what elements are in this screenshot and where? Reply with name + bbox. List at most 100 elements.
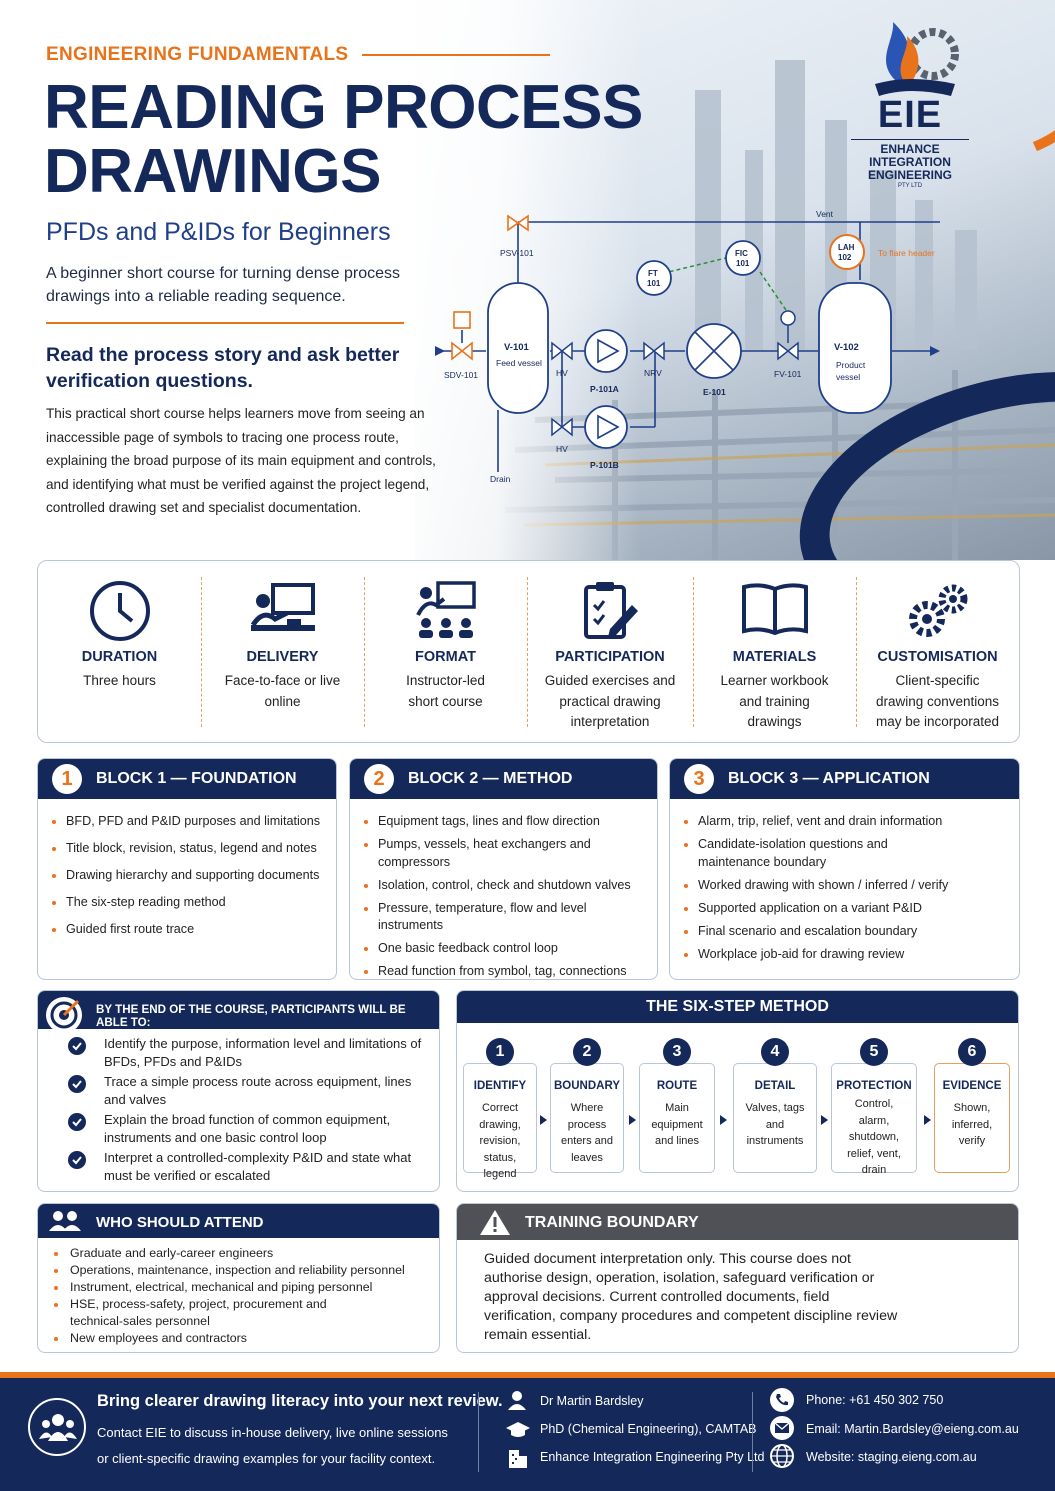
footer-heading: Bring clearer drawing literacy into your… [97, 1392, 503, 1410]
kicker: ENGINEERING FUNDAMENTALS [46, 44, 349, 65]
list-item: Trace a simple process route across equi… [68, 1073, 428, 1109]
email-icon [770, 1416, 794, 1440]
who-list: Graduate and early-career engineers Oper… [38, 1238, 439, 1347]
svg-text:FV-101: FV-101 [774, 369, 802, 379]
info-customisation: CUSTOMISATION Client-specific drawing co… [856, 561, 1019, 744]
block-2-list: Equipment tags, lines and flow direction… [350, 799, 657, 979]
body-text: This practical short course helps learne… [46, 406, 436, 515]
arrow-right-icon [924, 1115, 931, 1125]
page-title: READING PROCESS DRAWINGS [44, 73, 643, 206]
list-item: Candidate-isolation questions and mainte… [684, 836, 959, 871]
list-item: Alarm, trip, relief, vent and drain info… [684, 813, 959, 831]
eie-logo: EIE ENHANCE INTEGRATION ENGINEERING PTY … [845, 20, 975, 210]
header: ENGINEERING FUNDAMENTALS READING PROCESS… [0, 0, 1055, 560]
globe-icon [770, 1444, 794, 1468]
info-materials: MATERIALS Learner workbook and training … [693, 561, 856, 744]
list-item: The six-step reading method [52, 894, 322, 912]
psv-label: PSV-101 [500, 248, 534, 258]
gears-icon [908, 584, 967, 637]
open-book-icon [741, 583, 808, 636]
list-item: Guided first route trace [52, 921, 322, 939]
list-item: Drawing hierarchy and supporting documen… [52, 867, 322, 885]
footer-text: Contact EIE to discuss in-house delivery… [97, 1425, 448, 1466]
course-info-strip: DURATION Three hours DELIVERY Face-to-fa… [37, 560, 1020, 743]
list-item: Graduate and early-career engineers [52, 1245, 427, 1262]
block-3-list: Alarm, trip, relief, vent and drain info… [670, 799, 1019, 963]
warning-triangle-icon [480, 1210, 510, 1235]
svg-text:V-101: V-101 [504, 342, 530, 353]
list-item: Title block, revision, status, legend an… [52, 840, 322, 858]
vent-label: Vent [816, 209, 834, 219]
person-icon [508, 1391, 526, 1410]
clock-icon [89, 581, 150, 641]
info-format: FORMAT Instructor-led short course [364, 561, 527, 744]
list-item: Isolation, control, check and shutdown v… [364, 877, 643, 895]
contact-name: Dr Martin Bardsley [540, 1394, 644, 1408]
check-circle-icon [68, 1075, 86, 1093]
arrow-right-icon [821, 1115, 828, 1125]
pid-diagram: Vent PSV-101 SDV-101 V-101 Feed vessel H… [435, 209, 940, 484]
six-step-heading: THE SIX-STEP METHOD [457, 991, 1018, 1023]
svg-text:NRV: NRV [644, 368, 662, 378]
people-group-icon [49, 1211, 81, 1231]
list-item: HSE, process-safety, project, procuremen… [52, 1296, 427, 1330]
building-icon [509, 1450, 527, 1468]
phone-icon [770, 1388, 794, 1412]
instructor-class-icon [415, 581, 476, 638]
svg-text:101: 101 [736, 259, 750, 268]
list-item: Read function from symbol, tag, connecti… [364, 963, 643, 979]
flame-gear-logo-icon [875, 22, 959, 96]
list-item: Workplace job-aid for drawing review [684, 946, 959, 964]
list-item: One basic feedback control loop [364, 940, 643, 958]
list-item: New employees and contractors [52, 1330, 427, 1347]
website-link[interactable]: Website: staging.eieng.com.au [806, 1450, 977, 1464]
contact-qualification: PhD (Chemical Engineering), CAMTAB [540, 1422, 757, 1436]
svg-text:V-102: V-102 [834, 342, 859, 353]
page-subtitle: PFDs and P&IDs for Beginners [46, 218, 391, 246]
clipboard-pencil-icon [584, 582, 638, 639]
list-item: Supported application on a variant P&ID [684, 900, 959, 918]
svg-text:HV: HV [556, 368, 568, 378]
svg-text:101: 101 [647, 279, 661, 288]
svg-text:Drain: Drain [490, 474, 511, 484]
list-item: Pressure, temperature, flow and level in… [364, 900, 643, 935]
svg-text:E-101: E-101 [703, 387, 726, 397]
arrow-right-icon [629, 1115, 636, 1125]
info-participation: PARTICIPATION Guided exercises and pract… [527, 561, 693, 744]
intro-text: A beginner short course for turning dens… [46, 265, 400, 305]
outcomes-heading: BY THE END OF THE COURSE, PARTICIPANTS W… [96, 1003, 406, 1029]
arrow-right-icon [720, 1115, 727, 1125]
lead-heading: Read the process story and ask better ve… [46, 344, 400, 392]
team-icon [39, 1414, 77, 1441]
svg-text:Product: Product [836, 360, 866, 370]
footer: Bring clearer drawing literacy into your… [0, 1372, 1055, 1491]
who-should-attend: WHO SHOULD ATTEND Graduate and early-car… [37, 1203, 440, 1353]
list-item: Interpret a controlled-complexity P&ID a… [68, 1149, 428, 1185]
target-icon [46, 997, 82, 1033]
svg-text:P-101B: P-101B [590, 460, 619, 470]
list-item: Worked drawing with shown / inferred / v… [684, 877, 959, 895]
presenter-screen-icon [250, 583, 315, 631]
svg-text:102: 102 [838, 253, 852, 262]
outcomes-list: Identify the purpose, information level … [68, 1035, 428, 1187]
list-item: Pumps, vessels, heat exchangers and comp… [364, 836, 643, 871]
list-item: Operations, maintenance, inspection and … [52, 1262, 427, 1279]
list-item: Final scenario and escalation boundary [684, 923, 959, 941]
phone-link[interactable]: Phone: +61 450 302 750 [806, 1393, 944, 1407]
email-link[interactable]: Email: Martin.Bardsley@eieng.com.au [806, 1422, 1019, 1436]
svg-text:Feed vessel: Feed vessel [496, 358, 542, 368]
training-boundary: TRAINING BOUNDARY Guided document interp… [456, 1203, 1019, 1353]
check-circle-icon [68, 1037, 86, 1055]
info-delivery: DELIVERY Face-to-face or live online [201, 561, 364, 744]
arrow-right-icon [540, 1115, 547, 1125]
svg-text:P-101A: P-101A [590, 384, 619, 394]
svg-text:FIC: FIC [735, 249, 748, 258]
check-circle-icon [68, 1113, 86, 1131]
